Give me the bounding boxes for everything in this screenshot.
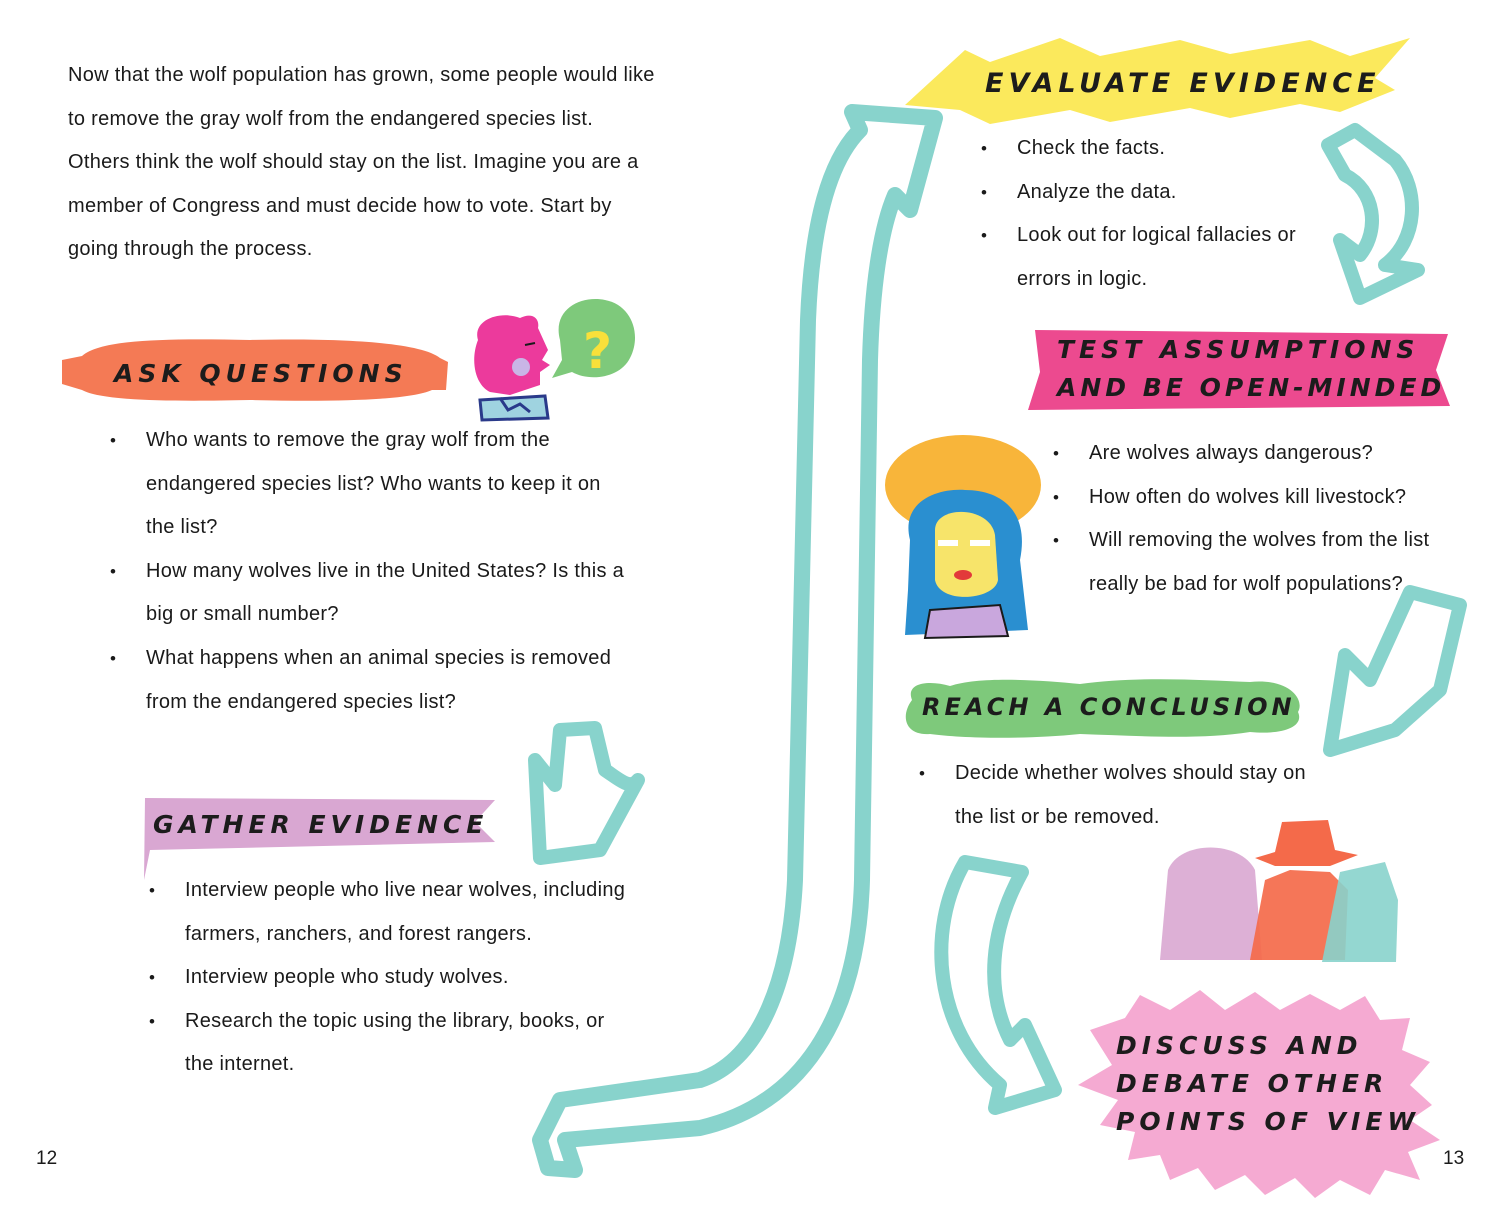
gather-evidence-list: Interview people who live near wolves, i… [149,869,630,1087]
reach-conclusion-heading: REACH A CONCLUSION [922,693,1296,721]
ask-questions-list: Who wants to remove the gray wolf from t… [110,419,626,724]
list-item: Are wolves always dangerous? [1053,432,1434,476]
list-item: Look out for logical fallacies or errors… [981,214,1347,301]
test-assumptions-heading-line1: TEST ASSUMPTIONS [1057,335,1420,364]
group-of-people-icon [1160,820,1398,962]
ask-questions-heading: ASK QUESTIONS [114,359,408,388]
big-curved-arrow-icon [532,104,943,1178]
intro-paragraph: Now that the wolf population has grown, … [68,64,655,261]
reach-conclusion-banner [905,679,1300,738]
down-left-arrow-2-icon [1323,585,1467,757]
evaluate-evidence-banner [905,38,1410,124]
list-item: How often do wolves kill livestock? [1053,476,1434,520]
evaluate-evidence-list: Check the facts. Analyze the data. Look … [981,127,1347,301]
discuss-heading-line1: DISCUSS AND [1116,1031,1363,1060]
list-item: What happens when an animal species is r… [110,637,626,724]
discuss-heading-line3: POINTS OF VIEW [1116,1107,1420,1136]
discuss-burst [1078,990,1440,1198]
gather-evidence-heading: GATHER EVIDENCE [153,810,489,839]
page-number-right: 13 [1443,1148,1465,1169]
list-item: How many wolves live in the United State… [110,550,626,637]
test-assumptions-list: Are wolves always dangerous? How often d… [1053,432,1434,606]
list-item: Who wants to remove the gray wolf from t… [110,419,626,550]
person-thinking-icon [474,315,550,422]
test-assumptions-heading-line2: AND BE OPEN-MINDED [1057,373,1446,402]
list-item: Interview people who study wolves. [149,956,630,1000]
question-bubble-icon: ? [552,299,636,380]
curved-down-arrow-icon [1321,123,1425,305]
list-item: Interview people who live near wolves, i… [149,869,630,956]
list-item: Research the topic using the library, bo… [149,1000,630,1087]
down-left-arrow-icon [528,721,645,865]
evaluate-evidence-heading: EVALUATE EVIDENCE [985,68,1381,99]
list-item: Will removing the wolves from the list r… [1053,519,1434,606]
reach-conclusion-list: Decide whether wolves should stay on the… [919,752,1315,839]
list-item: Decide whether wolves should stay on the… [919,752,1315,839]
gather-evidence-banner [144,798,495,880]
page-number-left: 12 [36,1148,58,1169]
curved-right-arrow-icon [934,855,1062,1115]
woman-portrait-icon [885,435,1041,640]
discuss-heading-line2: DEBATE OTHER [1116,1069,1389,1098]
list-item: Analyze the data. [981,171,1347,215]
test-assumptions-banner [1028,330,1450,410]
list-item: Check the facts. [981,127,1347,171]
svg-text:?: ? [583,322,612,380]
ask-questions-banner [62,339,448,401]
